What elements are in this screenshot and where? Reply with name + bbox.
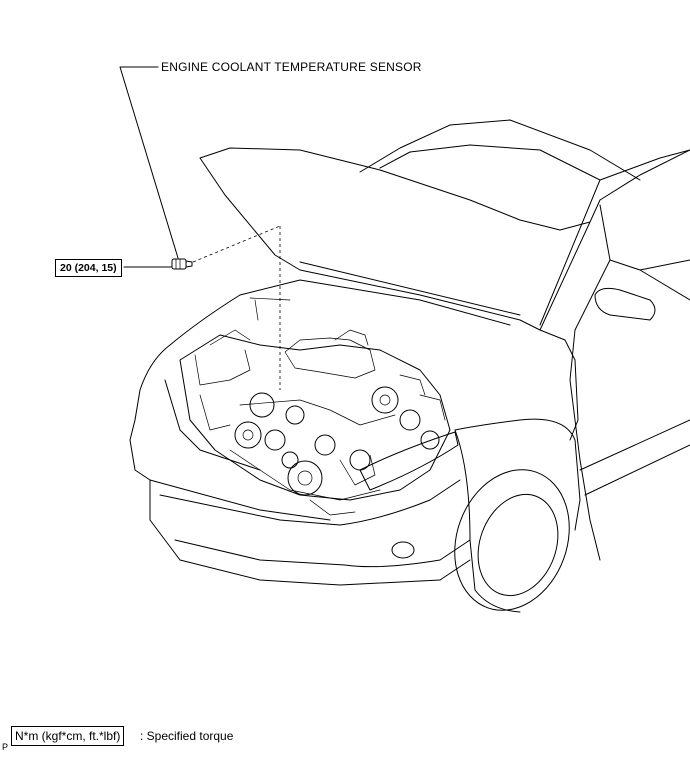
coolant-sensor-part <box>171 258 193 270</box>
corner-mark: P <box>2 742 9 752</box>
installation-guide-lines <box>192 225 281 390</box>
engine-coolant-temperature-sensor-label: ENGINE COOLANT TEMPERATURE SENSOR <box>161 60 422 74</box>
vehicle-body <box>129 119 690 613</box>
legend-torque-unit-box: N*m (kgf*cm, ft.*lbf) <box>11 726 125 746</box>
sensor-leader-line <box>119 66 179 268</box>
legend-description: : Specified torque <box>140 729 234 743</box>
engine-assembly <box>179 297 451 516</box>
torque-specification-box: 20 (204, 15) <box>55 259 122 277</box>
